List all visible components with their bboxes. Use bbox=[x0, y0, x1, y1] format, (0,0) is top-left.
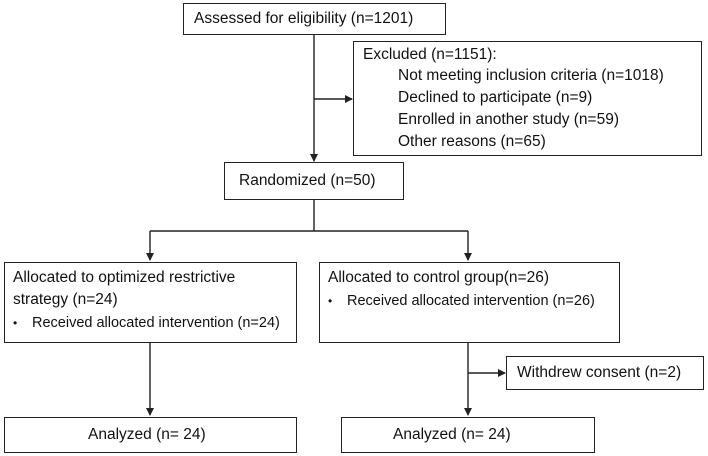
bullet-icon: • bbox=[328, 294, 333, 308]
assessed-box: Assessed for eligibility (n=1201) bbox=[183, 3, 446, 35]
analyzed-right-text: Analyzed (n= 24) bbox=[393, 426, 511, 443]
bullet-icon: • bbox=[13, 316, 18, 330]
excluded-reason: Not meeting inclusion criteria (n=1018) bbox=[398, 67, 664, 84]
excluded-reason: Enrolled in another study (n=59) bbox=[398, 111, 620, 128]
excluded-box: Excluded (n=1151): Not meeting inclusion… bbox=[353, 41, 702, 156]
analyzed-left-text: Analyzed (n= 24) bbox=[88, 426, 206, 443]
left-arm-line1: Allocated to optimized restrictive bbox=[13, 269, 236, 286]
excluded-reason: Other reasons (n=65) bbox=[398, 133, 546, 150]
randomized-box: Randomized (n=50) bbox=[224, 162, 404, 200]
randomized-text: Randomized (n=50) bbox=[239, 172, 376, 189]
left-arm-line2: strategy (n=24) bbox=[13, 291, 118, 308]
withdrew-box: Withdrew consent (n=2) bbox=[506, 356, 704, 390]
right-arm-bullet: Received allocated intervention (n=26) bbox=[347, 293, 595, 309]
analyzed-right-box: Analyzed (n= 24) bbox=[341, 417, 595, 453]
assessed-text: Assessed for eligibility (n=1201) bbox=[194, 10, 414, 27]
analyzed-left-box: Analyzed (n= 24) bbox=[4, 417, 297, 453]
excluded-reason: Declined to participate (n=9) bbox=[398, 89, 593, 106]
left-arm-bullet: Received allocated intervention (n=24) bbox=[32, 315, 280, 331]
right-arm-box: Allocated to control group(n=26) • Recei… bbox=[319, 262, 620, 343]
excluded-title: Excluded (n=1151): bbox=[363, 46, 497, 63]
right-arm-line1: Allocated to control group(n=26) bbox=[328, 269, 550, 286]
left-arm-box: Allocated to optimized restrictive strat… bbox=[4, 262, 297, 343]
withdrew-text: Withdrew consent (n=2) bbox=[517, 364, 682, 381]
